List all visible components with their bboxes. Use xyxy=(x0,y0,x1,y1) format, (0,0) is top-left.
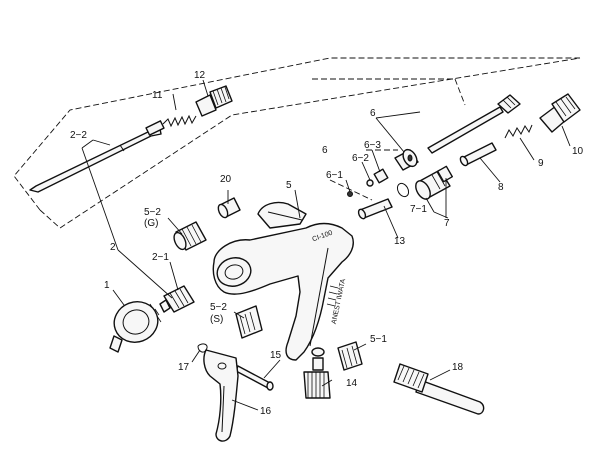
assembly-dashed-lines xyxy=(13,57,581,229)
callout-5-2-s-sub: (S) xyxy=(210,314,224,325)
callout-16: 16 xyxy=(260,406,272,417)
part-5-2-s-fitting xyxy=(235,305,263,339)
part-1-air-cap xyxy=(109,301,162,353)
callout-14: 14 xyxy=(346,378,358,389)
part-13-valve xyxy=(357,198,393,220)
callout-5: 5 xyxy=(286,180,292,191)
callout-6-2: 6−2 xyxy=(352,153,369,164)
part-8-pin xyxy=(459,142,497,167)
callout-2-1: 2−1 xyxy=(152,252,169,263)
callout-6-left: 6 xyxy=(322,145,328,156)
callout-6-3: 6−3 xyxy=(364,140,381,151)
part-12-adjusting-knob xyxy=(195,85,233,117)
callout-5-1: 5−1 xyxy=(370,334,387,345)
part-5-1-fitting xyxy=(337,341,363,371)
part-11-spring xyxy=(162,114,197,128)
callout-15: 15 xyxy=(270,350,282,361)
part-18-brush xyxy=(393,363,485,415)
callout-8: 8 xyxy=(498,182,504,193)
part-9-spring xyxy=(504,124,533,139)
part-7-assembly xyxy=(396,165,454,200)
part-2-1-nozzle xyxy=(159,285,195,313)
callout-5-2-g-sub: (G) xyxy=(144,218,159,229)
part-10-knob xyxy=(539,93,581,133)
callout-5-2-s: 5−2 xyxy=(210,302,227,313)
callout-13: 13 xyxy=(394,236,406,247)
part-16-trigger xyxy=(203,349,239,442)
callout-7-1: 7−1 xyxy=(410,204,427,215)
part-2-2-needle xyxy=(29,120,165,193)
part-14-fitting xyxy=(303,347,331,399)
callout-18: 18 xyxy=(452,362,464,373)
callout-11: 11 xyxy=(152,90,163,101)
callout-9: 9 xyxy=(538,158,544,169)
part-15-pin xyxy=(235,365,274,391)
part-5-2-g-fitting xyxy=(173,221,207,251)
callout-10: 10 xyxy=(572,146,584,157)
callout-6-1: 6−1 xyxy=(326,170,343,181)
part-5-gun-body xyxy=(212,201,354,361)
leader-lines xyxy=(81,79,571,411)
part-6-valve-body xyxy=(394,148,419,171)
callout-2: 2 xyxy=(110,242,116,253)
part-20-plug xyxy=(217,197,241,219)
callout-2-2: 2−2 xyxy=(70,130,87,141)
callout-5-2-g: 5−2 xyxy=(144,207,161,218)
callout-12: 12 xyxy=(194,70,206,81)
part-6-1-6-2-6-3 xyxy=(347,168,389,197)
callout-1: 1 xyxy=(104,280,110,291)
part-6-air-valve-rod xyxy=(427,94,521,154)
callout-20: 20 xyxy=(220,174,232,185)
callout-6-top: 6 xyxy=(370,108,376,119)
callout-7: 7 xyxy=(444,218,450,229)
callout-17: 17 xyxy=(178,362,190,373)
